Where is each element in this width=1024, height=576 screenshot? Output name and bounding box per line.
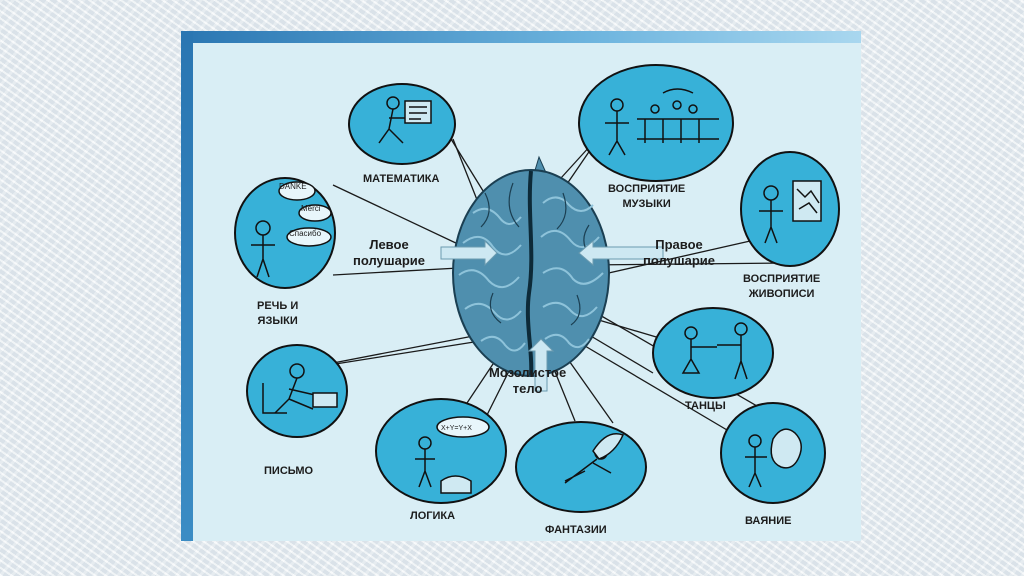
brain: [452, 155, 610, 377]
math-label: МАТЕМАТИКА: [363, 173, 440, 185]
writing-label: ПИСЬМО: [264, 465, 314, 477]
corpus-callosum-label: Мозолистое тело: [489, 365, 567, 396]
fantasy-bubble: [515, 421, 647, 513]
dance-bubble: [652, 307, 774, 399]
slide-top-border: [181, 31, 861, 43]
speech-label: РЕЧЬ И ЯЗЫКИ: [257, 300, 299, 327]
slide: МАТЕМАТИКА ВОСПРИЯТИЕ МУЗЫКИ ВОСПРИЯТИЕ …: [181, 31, 861, 541]
bubble-formula: X+Y=Y+X: [441, 425, 472, 432]
bubble-word-merci: Merci: [301, 204, 321, 213]
bubble-word-danke: DANKE: [279, 182, 307, 191]
brain-diagram: [234, 64, 840, 513]
painting-bubble: [740, 151, 840, 267]
diagram-panel: МАТЕМАТИКА ВОСПРИЯТИЕ МУЗЫКИ ВОСПРИЯТИЕ …: [193, 43, 861, 541]
fantasy-label: ФАНТАЗИИ: [545, 524, 607, 536]
music-bubble: [578, 64, 734, 182]
bubble-word-spasibo: Спасибо: [289, 229, 322, 238]
music-label: ВОСПРИЯТИЕ МУЗЫКИ: [608, 183, 686, 210]
scene-drawings: [251, 88, 822, 494]
slide-left-border: [181, 31, 193, 541]
left-hemisphere-label: Левое полушарие: [353, 237, 426, 268]
pointer-arrows: [440, 239, 664, 392]
right-hemisphere-label: Правое полушарие: [643, 237, 716, 268]
dance-label: ТАНЦЫ: [685, 400, 726, 412]
painting-label: ВОСПРИЯТИЕ ЖИВОПИСИ: [743, 273, 821, 300]
math-bubble: [348, 83, 456, 165]
sculpture-label: ВАЯНИЕ: [745, 515, 792, 527]
logic-label: ЛОГИКА: [410, 510, 456, 522]
